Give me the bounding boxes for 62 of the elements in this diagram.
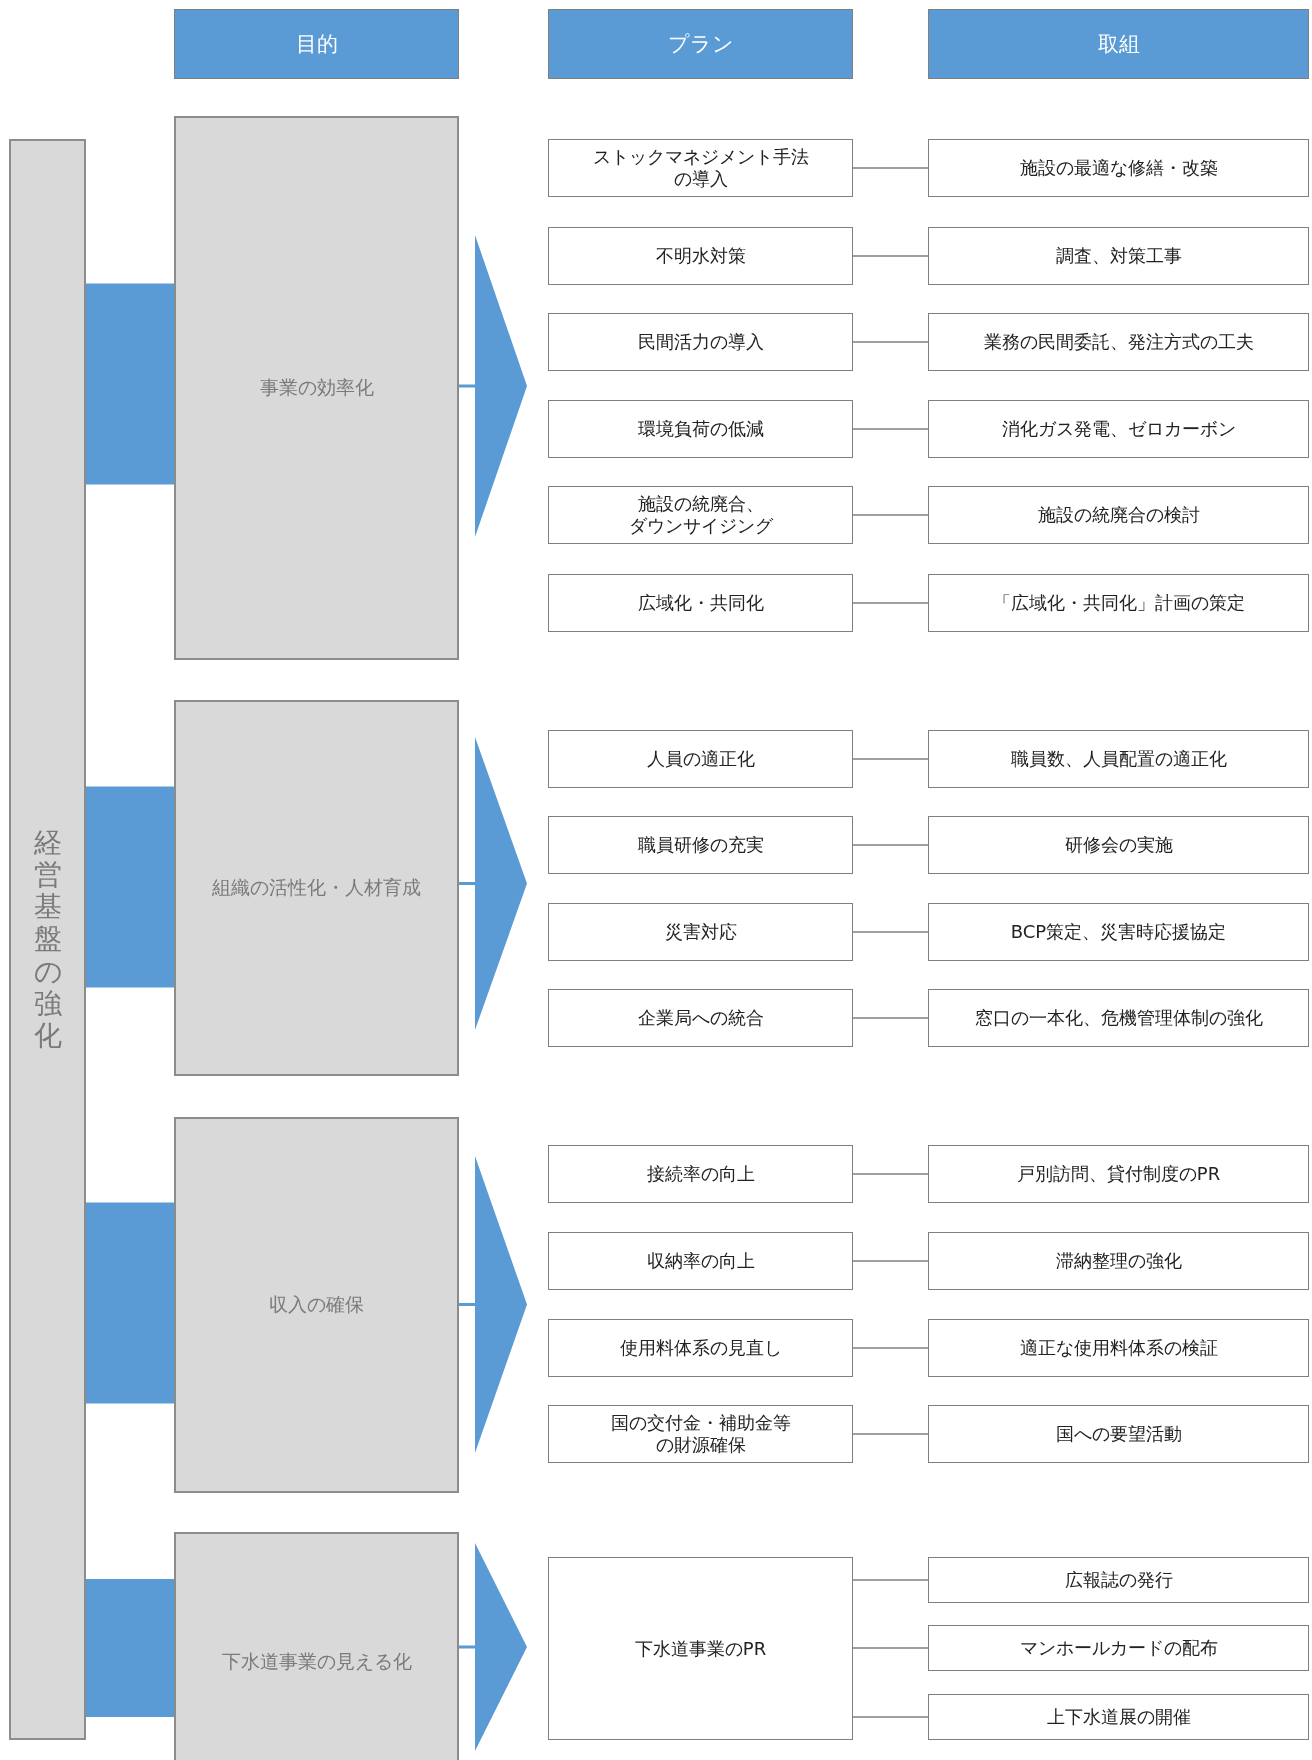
column-header: プラン <box>548 9 853 79</box>
item-box: 業務の民間委託、発注方式の工夫 <box>928 313 1309 371</box>
item-box: ストックマネジメント手法の導入 <box>548 139 853 197</box>
goal-box: 収入の確保 <box>174 1117 459 1493</box>
item-box: 災害対応 <box>548 903 853 961</box>
chevron-arrow <box>459 1543 527 1751</box>
connector-line <box>852 1647 929 1649</box>
item-box: 広域化・共同化 <box>548 574 853 632</box>
item-box: 接続率の向上 <box>548 1145 853 1203</box>
connector-line <box>852 428 929 430</box>
connector-band <box>86 786 174 988</box>
connector-line <box>852 1173 929 1175</box>
connector-line <box>852 1579 929 1581</box>
connector-line <box>852 341 929 343</box>
item-box: 施設の最適な修繕・改築 <box>928 139 1309 197</box>
item-box: 広報誌の発行 <box>928 1557 1309 1603</box>
item-box: 収納率の向上 <box>548 1232 853 1290</box>
item-box: 調査、対策工事 <box>928 227 1309 285</box>
item-box: 国への要望活動 <box>928 1405 1309 1463</box>
connector-line <box>852 1017 929 1019</box>
item-box: 国の交付金・補助金等の財源確保 <box>548 1405 853 1463</box>
item-box: 戸別訪問、貸付制度のPR <box>928 1145 1309 1203</box>
connector-line <box>852 167 929 169</box>
item-box: マンホールカードの配布 <box>928 1625 1309 1671</box>
item-box: 上下水道展の開催 <box>928 1694 1309 1740</box>
chevron-arrow <box>459 1156 527 1453</box>
item-box: 施設の統廃合の検討 <box>928 486 1309 544</box>
connector-line <box>852 1716 929 1718</box>
connector-line <box>852 1433 929 1435</box>
item-box: 下水道事業のPR <box>548 1557 853 1740</box>
connector-line <box>852 758 929 760</box>
item-box: 不明水対策 <box>548 227 853 285</box>
item-box: 「広域化・共同化」計画の策定 <box>928 574 1309 632</box>
item-box: 研修会の実施 <box>928 816 1309 874</box>
item-box: 人員の適正化 <box>548 730 853 788</box>
goal-box: 組織の活性化・人材育成 <box>174 700 459 1076</box>
theme-box: 経営基盤の強化 <box>9 139 86 1740</box>
goal-box: 下水道事業の見える化 <box>174 1532 459 1760</box>
chevron-arrow <box>459 235 527 537</box>
item-box: 企業局への統合 <box>548 989 853 1047</box>
column-header: 目的 <box>174 9 459 79</box>
item-box: 職員研修の充実 <box>548 816 853 874</box>
connector-line <box>852 1260 929 1262</box>
goal-box: 事業の効率化 <box>174 116 459 660</box>
connector-line <box>852 844 929 846</box>
item-box: 消化ガス発電、ゼロカーボン <box>928 400 1309 458</box>
item-box: 適正な使用料体系の検証 <box>928 1319 1309 1377</box>
item-box: BCP策定、災害時応援協定 <box>928 903 1309 961</box>
item-box: 施設の統廃合、ダウンサイジング <box>548 486 853 544</box>
chevron-arrow <box>459 737 527 1030</box>
connector-line <box>852 1347 929 1349</box>
item-box: 滞納整理の強化 <box>928 1232 1309 1290</box>
item-box: 環境負荷の低減 <box>548 400 853 458</box>
connector-line <box>852 602 929 604</box>
item-box: 窓口の一本化、危機管理体制の強化 <box>928 989 1309 1047</box>
column-header: 取組 <box>928 9 1309 79</box>
connector-line <box>852 514 929 516</box>
item-box: 使用料体系の見直し <box>548 1319 853 1377</box>
item-box: 民間活力の導入 <box>548 313 853 371</box>
connector-line <box>852 255 929 257</box>
item-box: 職員数、人員配置の適正化 <box>928 730 1309 788</box>
connector-line <box>852 931 929 933</box>
